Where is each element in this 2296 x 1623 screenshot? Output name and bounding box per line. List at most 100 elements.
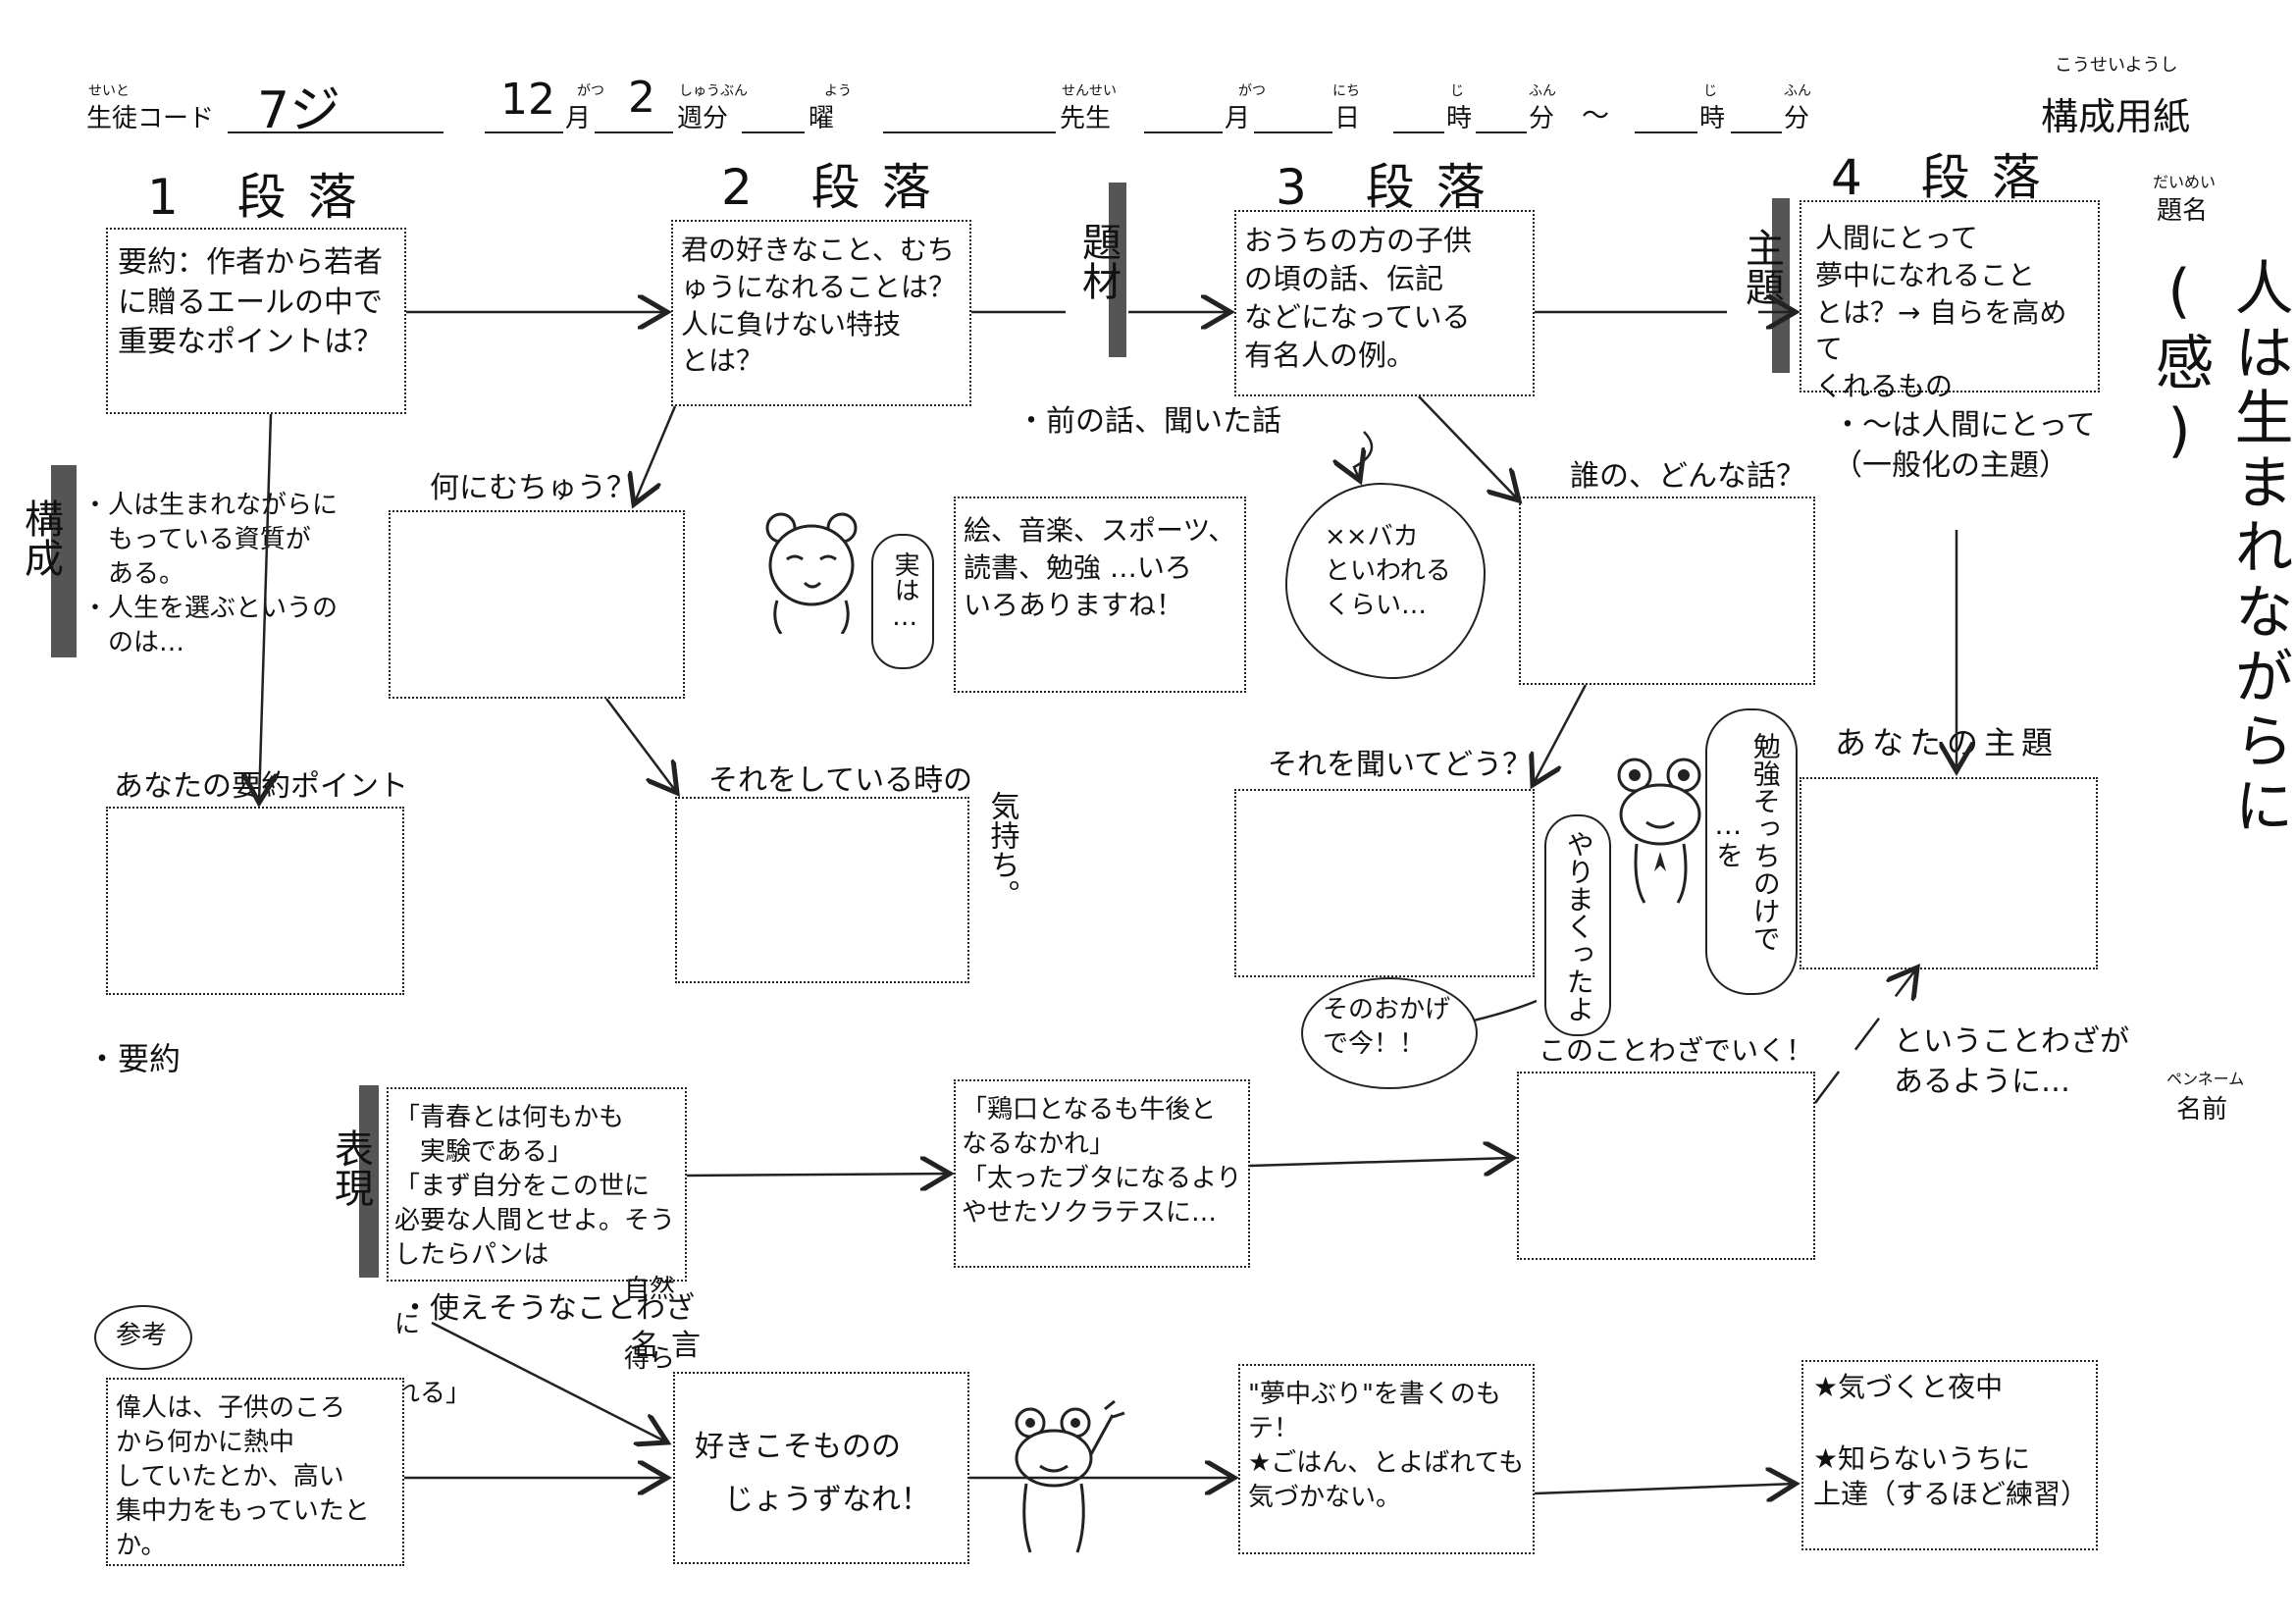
hour-ruby: じ (1450, 83, 1464, 99)
min-ruby: ふん (1529, 83, 1556, 99)
summary-point-label: あなたの要約ポイント (114, 769, 408, 804)
feeling-box[interactable] (675, 797, 969, 983)
kousei-note: ・人は生まれながらに もっている資質が ある。 ・人生を選ぶというの のは… (82, 491, 339, 658)
date-month-ruby: がつ (1238, 83, 1266, 99)
date-day-ruby: にち (1332, 83, 1360, 99)
min2-label: 分 (1784, 104, 1810, 133)
shudai-label: 主題 (1739, 228, 1784, 306)
frog-icon (1617, 758, 1701, 904)
p2-prompt-box: 君の好きなこと、むち ゅうになれることは？ 人に負けない特技 とは？ (671, 220, 971, 406)
hyougen-label: 表現 (328, 1128, 373, 1207)
sankou-badge: 参考 (94, 1305, 192, 1370)
week-field[interactable]: 2 (595, 73, 673, 133)
hour-field[interactable] (1393, 131, 1444, 133)
bear-bubble: 実は… (871, 534, 934, 669)
date-month-label-wrap: がつ 月 (1225, 83, 1266, 134)
student-code-label-wrap: せいと 生徒コード (86, 83, 214, 134)
hour2-field[interactable] (1635, 131, 1697, 133)
paragraph-1-heading: 1 段落 (147, 169, 379, 226)
min2-field[interactable] (1731, 131, 1782, 133)
month-field[interactable]: 12 (485, 75, 563, 133)
student-code-field[interactable]: 7ジ (228, 77, 444, 140)
daizai-label: 題材 (1075, 222, 1121, 300)
frog-glasses-illustration (1607, 754, 1715, 911)
frog-bubble-3: そのおかげで今！！ (1301, 977, 1478, 1089)
p2-muchuu-box[interactable] (389, 510, 685, 699)
your-theme-box[interactable] (1800, 777, 2098, 969)
week-label-wrap: しゅうぶん 週分 (677, 83, 748, 134)
hyougen-tag: 表現 (324, 1085, 383, 1282)
min-label-wrap: ふん 分 (1529, 83, 1556, 134)
cloud-text: ××バカ といわれる くらい… (1325, 522, 1451, 621)
teacher-ruby: せんせい (1062, 83, 1117, 99)
examples-box: 絵、音楽、スポーツ、 読書、勉強 …いろ いろありますね！ (954, 497, 1246, 693)
p1-prompt-box: 要約：作者から若者 に贈るエールの中で 重要なポイントは？ (106, 228, 406, 414)
great-people-box: 偉人は、子供のころ から何かに熱中 していたとか、高い 集中力をもっていたとか。 (106, 1378, 404, 1566)
daizai-bar (1109, 183, 1126, 357)
sheet-title-wrap: こうせいようし 構成用紙 (2041, 55, 2191, 140)
month-label: 月 (565, 104, 592, 133)
min2-label-wrap: ふん 分 (1784, 83, 1811, 134)
penname-ruby: ペンネーム (2166, 1070, 2245, 1088)
hour-label: 時 (1446, 104, 1473, 133)
p3-dare-box[interactable] (1519, 497, 1815, 685)
sheet-title-ruby: こうせいようし (2055, 55, 2178, 76)
frog-bubble-1-text: 勉強そっちのけで (1748, 732, 1782, 952)
paragraph-2-heading: 2 段落 (721, 159, 953, 216)
month-ruby: がつ (577, 83, 604, 99)
heard-box[interactable] (1234, 789, 1535, 977)
p1-prompt-text: 要約：作者から若者 に贈るエールの中で 重要なポイントは？ (118, 245, 383, 359)
kousei-label: 構成 (18, 498, 63, 577)
penname-label-wrap: ペンネーム 名前 (2166, 1070, 2244, 1126)
p4-prompt-text: 人間にとって 夢中になれること とは？→ 自らを高めて くれるもの (1815, 222, 2067, 403)
title-label: 題名 (2157, 196, 2209, 226)
date-day-field[interactable] (1254, 131, 1332, 133)
shudai-bar (1772, 198, 1790, 373)
cloud-bubble: ××バカ といわれる くらい… (1285, 483, 1486, 679)
sheet-title: 構成用紙 (2041, 95, 2191, 138)
daizai-tag: 題材 (1071, 183, 1130, 359)
your-theme-label: あなたの主題 (1835, 724, 2060, 761)
date-day-label-wrap: にち 日 (1332, 83, 1360, 134)
quote-box: 「青春とは何もかも 実験である」 「まず自分をこの世に 必要な人間とせよ。そうし… (387, 1087, 687, 1408)
suki-koso-text: 好きこそものの じょうずなれ！ (695, 1430, 930, 1517)
feeling-label: それをしている時の (708, 763, 973, 798)
week-label: 週分 (677, 104, 729, 133)
day-field[interactable] (742, 131, 805, 133)
meigen-label: 名言 (630, 1329, 712, 1363)
great-people-text: 偉人は、子供のころ から何かに熱中 していたとか、高い 集中力をもっていたとか。 (116, 1393, 370, 1561)
prev-story-label: ・前の話、聞いた話 (1017, 404, 1281, 439)
kousei-bar (51, 465, 77, 657)
shudai-tag: 主題 (1735, 198, 1794, 375)
p4-prompt-box: 人間にとって 夢中になれること とは？→ 自らを高めて くれるもの (1800, 200, 2100, 402)
month-label-wrap: がつ 月 (565, 83, 604, 134)
sankou-text: 参考 (116, 1321, 168, 1350)
proverb-box: 「鶏口となるも牛後と なるなかれ」 「太ったブタになるより やせたソクラテスに… (954, 1079, 1250, 1268)
frog-bubble-3-text: そのおかげで今！！ (1323, 995, 1451, 1060)
min-label: 分 (1529, 104, 1555, 133)
day-label: 曜 (809, 104, 835, 133)
examples-text: 絵、音楽、スポーツ、 読書、勉強 …いろ いろありますね！ (964, 514, 1236, 621)
proverb-label: このことわざでいく！ (1539, 1034, 1814, 1067)
hyougen-bar (359, 1085, 379, 1278)
paragraph-3-heading: 3 段落 (1276, 159, 1507, 216)
frog-bubble-2-text: やりまくったよ (1562, 830, 1595, 1022)
q-dare: 誰の、どんな話？ (1570, 459, 1805, 494)
week-value: 2 (628, 73, 655, 123)
teacher-label-wrap: せんせい 先生 (1060, 83, 1117, 134)
teacher-field[interactable] (883, 131, 1056, 133)
penname-label: 名前 (2176, 1095, 2228, 1125)
generalize-note: ・〜は人間にとって （一般化の主題） (1833, 408, 2096, 483)
date-month-field[interactable] (1144, 131, 1223, 133)
summary-point-box[interactable] (106, 807, 404, 995)
hour2-ruby: じ (1703, 83, 1717, 99)
chosen-proverb-box[interactable] (1517, 1072, 1815, 1260)
write-muchuu-box: "夢中ぶり"を書くのも テ！ ★ごはん、とよばれても 気づかない。 (1238, 1364, 1535, 1554)
min2-ruby: ふん (1784, 83, 1811, 99)
min-field[interactable] (1476, 131, 1527, 133)
frog-bubble-1b-text: …を (1711, 809, 1745, 868)
hour-label-wrap: じ 時 (1446, 83, 1473, 134)
heard-label: それを聞いてどう？ (1268, 748, 1533, 782)
suki-koso-box: 好きこそものの じょうずなれ！ (673, 1372, 969, 1564)
month-value: 12 (500, 75, 555, 125)
